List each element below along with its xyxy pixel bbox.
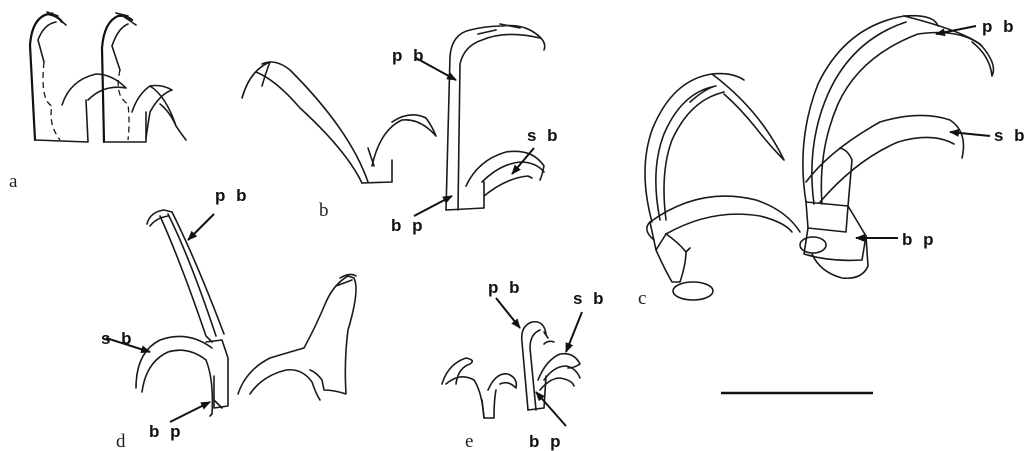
- label-pb-d: p b: [215, 186, 250, 205]
- arrow-pb-e: [496, 298, 520, 328]
- label-pb-b: p b: [392, 46, 427, 65]
- label-sb-b: s b: [527, 126, 561, 145]
- label-sb-e: s b: [573, 289, 607, 308]
- chaeta-drawing-c: [645, 16, 994, 300]
- chaeta-drawing-d: [136, 210, 356, 416]
- label-pb-c: p b: [982, 17, 1017, 36]
- label-sb-c: s b: [994, 126, 1028, 145]
- chaeta-drawing-e: [442, 322, 580, 418]
- panel-label-d: d: [116, 431, 126, 451]
- panel-label-c: c: [638, 288, 646, 309]
- arrow-sb-e: [566, 312, 582, 352]
- arrow-bp-d: [170, 402, 210, 422]
- label-bp-c: b p: [902, 230, 937, 249]
- chaeta-drawing-a: [30, 12, 186, 142]
- label-bp-d: b p: [149, 422, 184, 441]
- label-pb-e: p b: [488, 278, 523, 297]
- panel-label-b: b: [319, 200, 329, 221]
- label-bp-e: b p: [529, 432, 564, 451]
- label-bp-b: b p: [391, 216, 426, 235]
- arrow-pb-d: [188, 214, 214, 240]
- panel-label-e: e: [465, 431, 473, 451]
- arrow-sb-c: [950, 132, 990, 136]
- panel-label-a: a: [9, 171, 18, 192]
